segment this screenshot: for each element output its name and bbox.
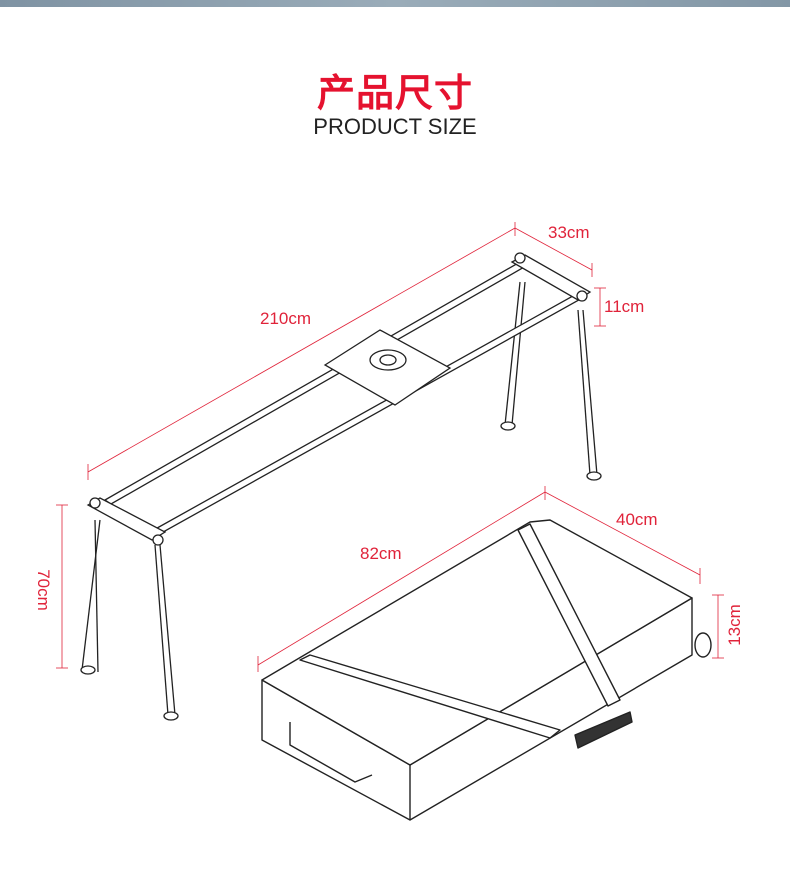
slider-rail-height-label: 11cm xyxy=(604,297,645,316)
slider-length-label: 210cm xyxy=(260,309,312,328)
camera-slider xyxy=(80,252,602,721)
slider-leg-height-label: 70cm xyxy=(33,569,53,611)
leg xyxy=(504,281,521,426)
leg xyxy=(81,519,101,671)
bag-length-label: 82cm xyxy=(360,544,402,563)
title-english: PRODUCT SIZE xyxy=(313,114,477,139)
top-banner xyxy=(0,0,790,7)
leg xyxy=(577,309,591,476)
handle xyxy=(289,722,373,783)
strap xyxy=(517,523,621,707)
bag-width-label: 40cm xyxy=(616,510,658,529)
leg xyxy=(159,544,176,716)
bag-top xyxy=(261,519,693,766)
buckle xyxy=(574,711,633,749)
strap xyxy=(299,654,561,739)
leg xyxy=(582,309,598,476)
bag-height-label: 13cm xyxy=(724,604,744,646)
leg xyxy=(511,281,526,426)
carry-bag xyxy=(261,519,712,821)
title-chinese: 产品尺寸 xyxy=(316,71,473,115)
dimension-lines xyxy=(56,222,724,672)
leg xyxy=(154,544,169,716)
bag-wheel xyxy=(694,632,712,658)
rail-far xyxy=(103,261,528,505)
slider-width-label: 33cm xyxy=(548,223,590,242)
leg xyxy=(94,519,99,673)
rail-near xyxy=(148,291,588,537)
